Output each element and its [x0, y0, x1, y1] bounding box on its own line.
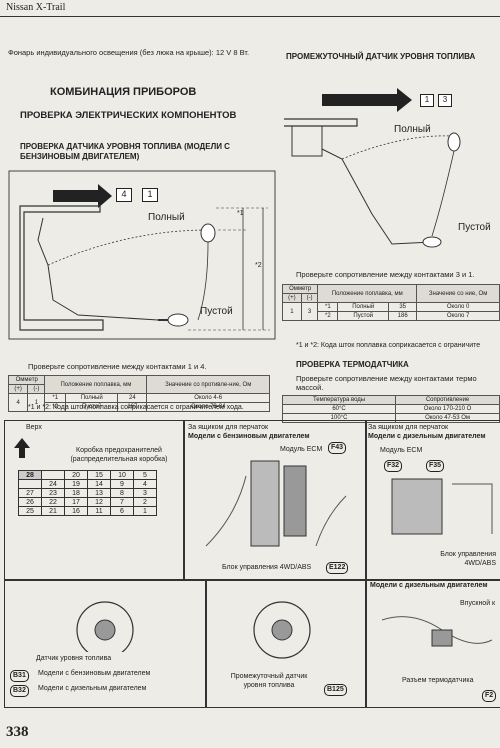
intermediate-sender-photo-panel [206, 580, 366, 708]
left-heading: ПРОВЕРКА ДАТЧИКА УРОВНЯ ТОПЛИВА (МОДЕЛИ … [20, 142, 230, 161]
left-note: *1 и *2: Кода шток поплавка соприкасаетс… [28, 404, 244, 411]
table-row: 100°С Около 47-53 Ом [281, 413, 500, 423]
diagram-frame [8, 170, 276, 340]
section-title: КОМБИНАЦИЯ ПРИБОРОВ [50, 86, 197, 98]
th-minus: (-) [27, 384, 46, 394]
intermediate-sender-diagram [284, 88, 461, 248]
left-full-label: Полный [148, 212, 185, 223]
left-connector: 4 1 [116, 188, 158, 202]
p4-label: Датчик уровня топлива [36, 655, 112, 662]
p3-title2: Модели с дизельным двигателем [368, 433, 486, 440]
glovebox-petrol-panel [184, 420, 366, 580]
diesel-ecm-sketch [391, 478, 493, 535]
page-number: 338 [6, 724, 29, 740]
thermo-connector-panel [366, 580, 500, 708]
up-label: Верх [26, 424, 42, 431]
th-ohm: Омметр [7, 375, 46, 385]
float-empty [422, 236, 442, 248]
p2-ecm-label: Модуль ECM [280, 446, 323, 453]
table-row: 60°С Около 170-210 О [281, 404, 500, 414]
thermo-table: Температура воды Сопротивление 60°С Окол… [281, 395, 500, 423]
p5-label: Промежуточный датчик уровня топлива [230, 673, 308, 689]
p4-text2: Модели с дизельным двигателем [38, 685, 147, 692]
th-position: Положение поплавка, мм [44, 375, 148, 394]
p2-abs-label: Блок управления 4WD/ABS [222, 564, 312, 571]
up-arrow-icon [14, 438, 30, 458]
tag-f32: F32 [384, 460, 403, 472]
tag-b32: B32 [10, 685, 29, 697]
p4-text1: Модели с бензиновым двигателем [38, 670, 151, 677]
p2-title1: За ящиком для перчаток [188, 424, 269, 431]
right-empty-label: Пустой [458, 222, 491, 233]
connector-pin-b: 1 [142, 188, 158, 202]
float-full [447, 132, 461, 152]
p6-valve-label: Впускной к [460, 600, 496, 607]
header-rule [0, 16, 500, 17]
tank-outline [19, 205, 104, 331]
p2-title2: Модели с бензиновым двигателем [188, 433, 310, 440]
p6-label: Разъем термодатчика [402, 677, 474, 684]
th-plus: (+) [7, 384, 29, 394]
running-header: Nissan X-Trail [6, 2, 66, 13]
table-row: 1 3 *1 Полный 35 Около 0 [282, 302, 500, 321]
right-connector: 1 3 [420, 94, 452, 107]
thermo-connector-sketch [381, 616, 493, 647]
tag-f2: F2 [482, 690, 497, 702]
direction-arrow-icon [53, 184, 112, 208]
fuel-sender-photo-sketch [76, 601, 134, 652]
right-note: *1 и *2: Кода шток поплавка соприкасаетс… [296, 342, 481, 349]
fuel-sender-photo-panel [4, 580, 206, 708]
connector-pin-a: 4 [116, 188, 132, 202]
subsection-title: ПРОВЕРКА ЭЛЕКТРИЧЕСКИХ КОМПОНЕНТОВ [20, 110, 237, 121]
table-row: *2 Пустой 167 Около 79-84 [9, 402, 270, 412]
p3-title1: За ящиком для перчаток [368, 424, 449, 431]
th-value: Значение со противле-ние, Ом [146, 375, 270, 394]
p3-ecm-label: Модуль ECM [380, 447, 423, 454]
table-row: 4 1 *1 Полный 24 Около 4-6 [7, 393, 270, 412]
float-arm [37, 217, 159, 321]
right-full-label: Полный [394, 124, 431, 135]
left-empty-label: Пустой [200, 306, 233, 317]
p6-title: Модели с дизельным двигателем [370, 582, 488, 589]
tag-e122: E122 [326, 562, 349, 574]
fuel-sender-diagram [8, 170, 276, 340]
left-check-text: Проверьте сопротивление между контактами… [28, 362, 207, 371]
fusebox-title: Коробка предохранителей (распределительн… [70, 447, 168, 463]
intro-text: Фонарь индивидуального освещения (без лю… [8, 48, 250, 57]
direction-arrow-icon [322, 88, 412, 112]
table-row: *2 Пустой 186 Около 7 [283, 311, 500, 321]
float-empty [167, 313, 189, 327]
mark-2: *2 [255, 262, 262, 269]
intermediate-sender-photo-sketch [253, 601, 311, 659]
tag-b31: B31 [10, 670, 29, 682]
glovebox-diesel-panel [366, 420, 500, 580]
thermo-heading: ПРОВЕРКА ТЕРМОДАТЧИКА [296, 360, 409, 369]
left-resistance-table: Омметр Положение поплавка, мм Значение с… [7, 375, 270, 412]
p3-abs-label: Блок управления 4WD/ABS [440, 551, 496, 567]
right-resistance-table: Омметр Положение поплавка, мм Значение с… [281, 284, 500, 321]
right-check-text: Проверьте сопротивление между контактами… [296, 270, 475, 279]
mark-1: *1 [237, 210, 244, 217]
tag-f43: F43 [328, 442, 347, 454]
ecm-photo-sketch [205, 460, 347, 547]
thermo-text: Проверьте сопротивление между контактами… [296, 374, 477, 392]
fusebox-panel [4, 420, 184, 580]
tag-b125: B125 [324, 684, 347, 696]
tag-f35: F35 [426, 460, 445, 472]
right-heading: ПРОМЕЖУТОЧНЫЙ ДАТЧИК УРОВНЯ ТОПЛИВА [286, 52, 476, 61]
float-full [200, 223, 216, 243]
